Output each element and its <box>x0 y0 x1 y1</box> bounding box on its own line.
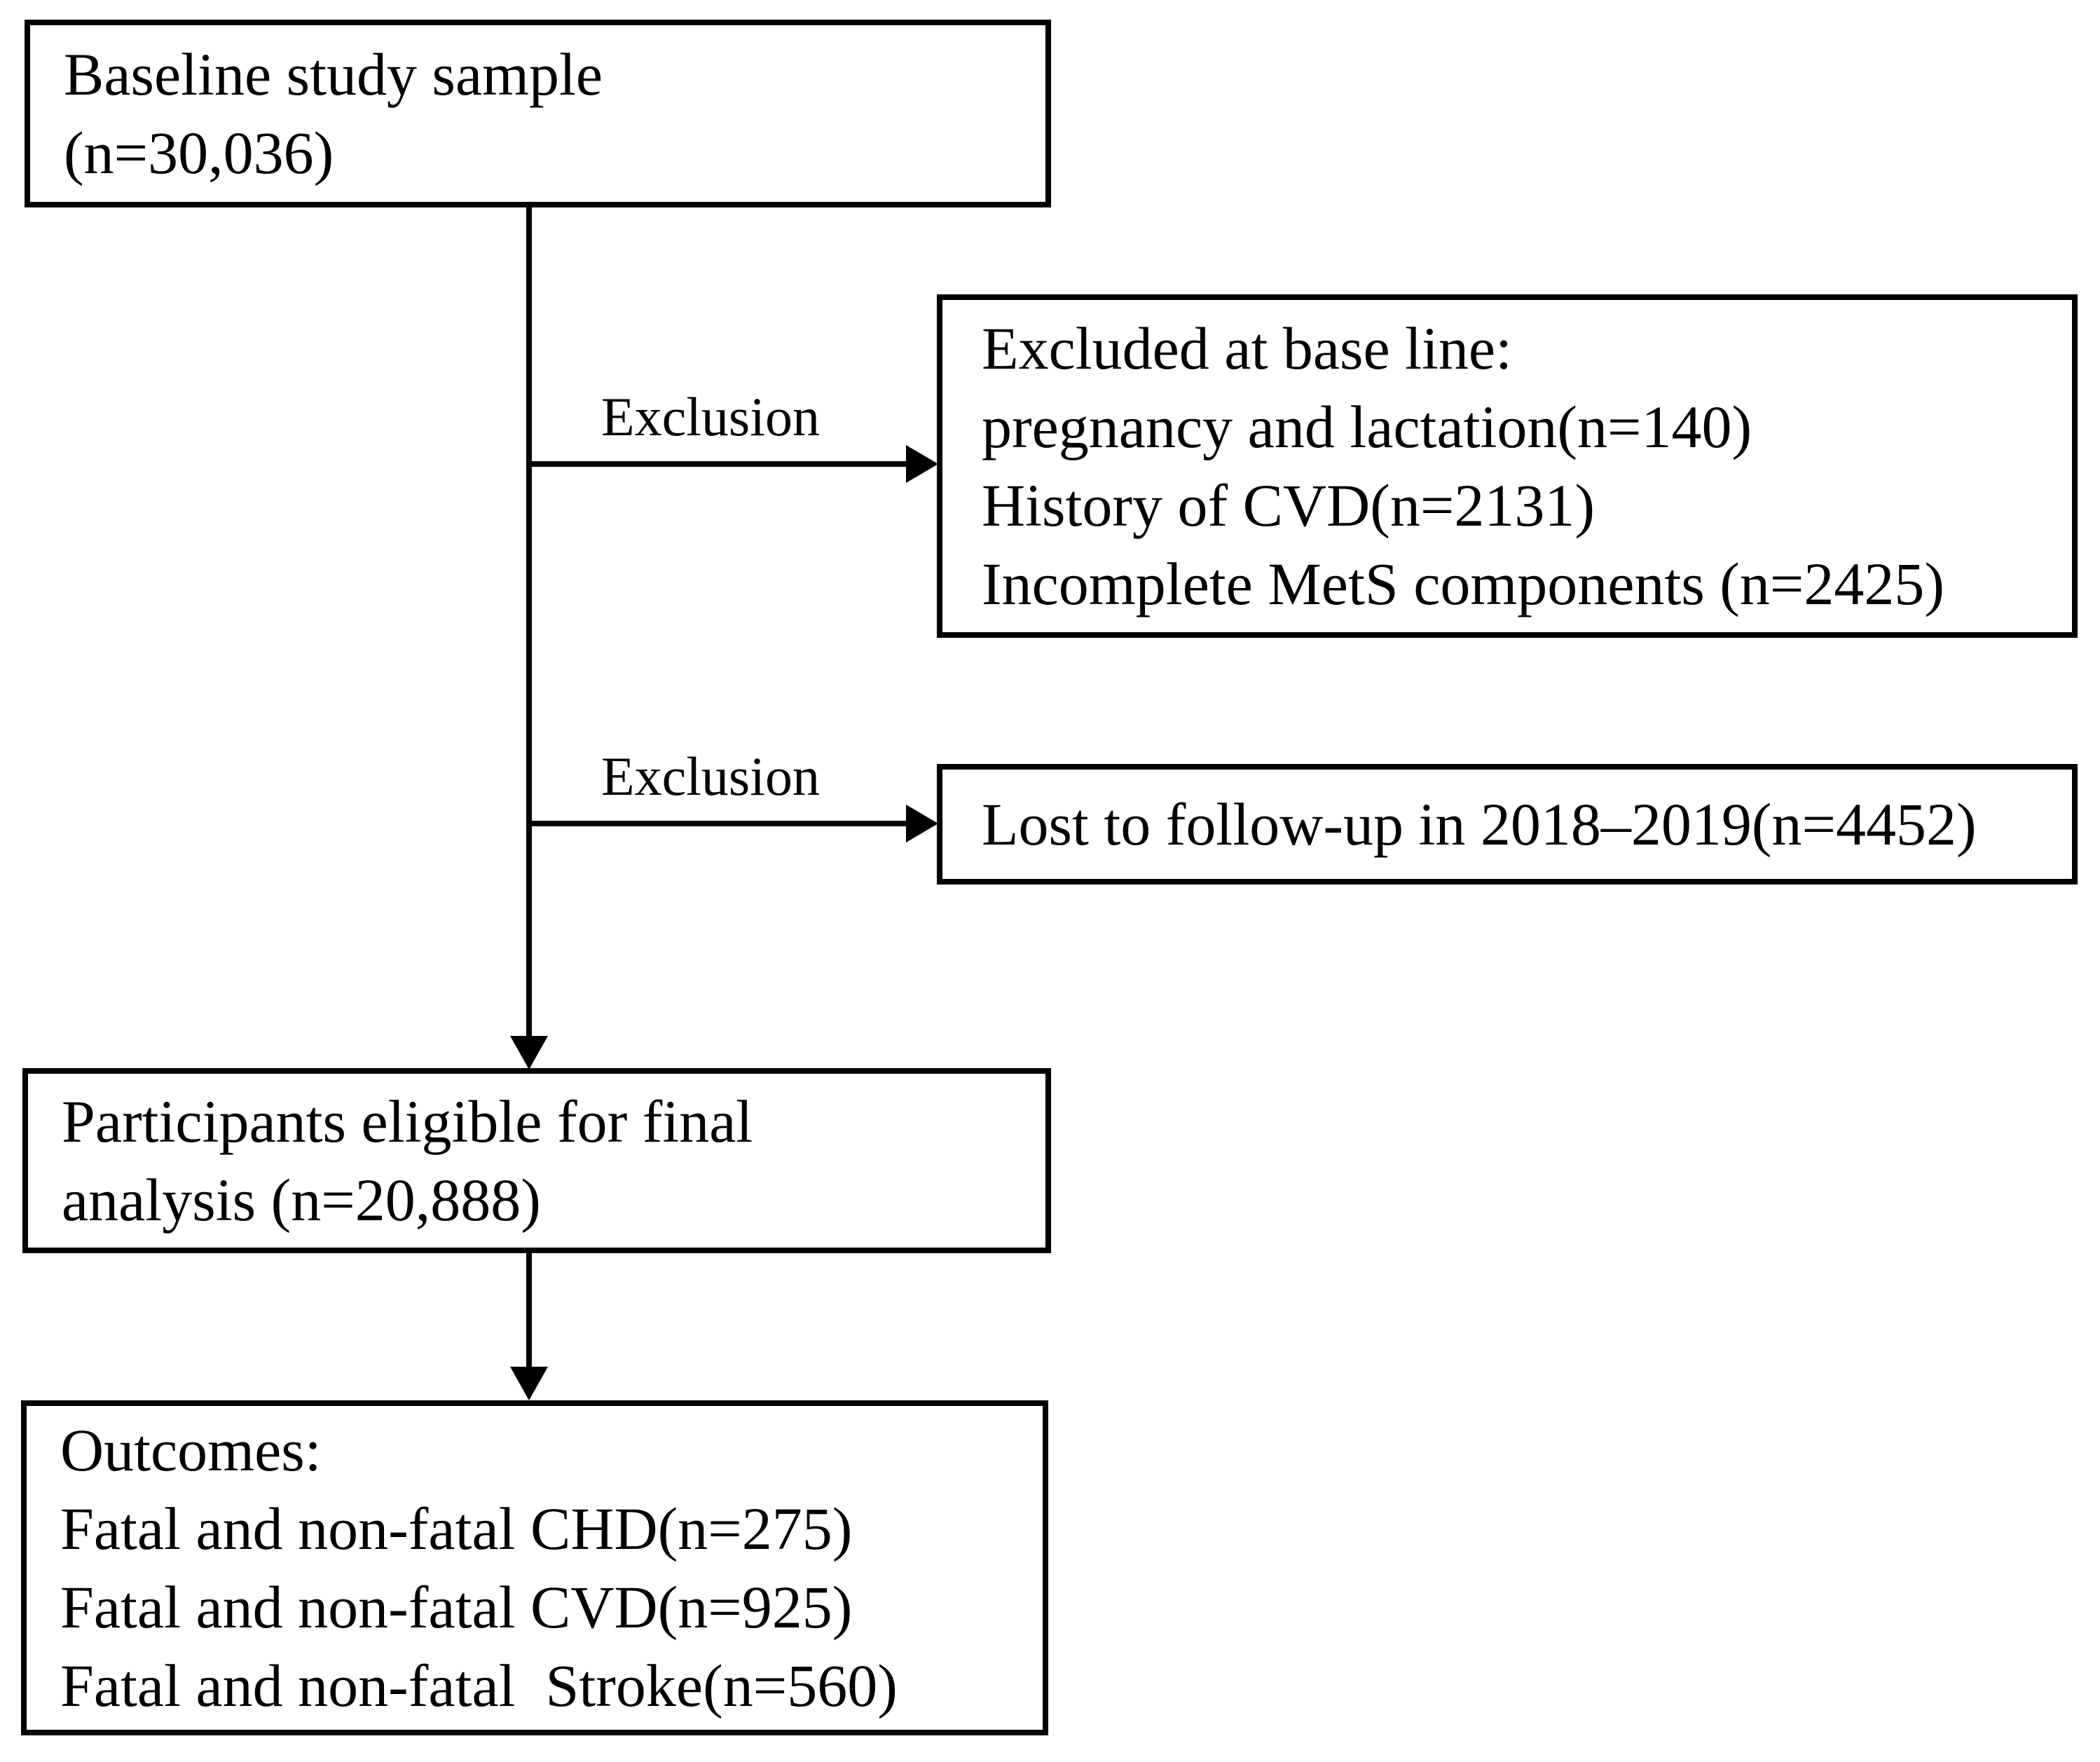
excluded-reason-pregnancy: pregnancy and lactation(n=140) <box>982 393 1752 460</box>
connector-exclusion-horizontal-2 <box>529 821 906 826</box>
node-baseline-sample-box: Baseline study sample (n=30,036) <box>25 20 1051 207</box>
eligible-line-2: analysis (n=20,888) <box>62 1166 541 1234</box>
node-excluded-at-baseline-box: Excluded at base line: pregnancy and lac… <box>937 294 2078 638</box>
exclusion-label-2: Exclusion <box>601 746 820 807</box>
arrowhead-down-2-icon <box>510 1367 548 1400</box>
connector-main-vertical-2 <box>526 1253 532 1367</box>
outcomes-chd: Fatal and non-fatal CHD(n=275) <box>60 1495 853 1562</box>
node-lost-to-followup-box: Lost to follow-up in 2018–2019(n=4452) <box>937 764 2078 885</box>
outcomes-cvd: Fatal and non-fatal CVD(n=925) <box>60 1573 853 1641</box>
arrowhead-right-2-icon <box>906 805 938 842</box>
arrowhead-down-1-icon <box>510 1036 548 1070</box>
exclusion-label-1: Exclusion <box>601 386 820 447</box>
node-outcomes-box: Outcomes: Fatal and non-fatal CHD(n=275)… <box>21 1400 1048 1735</box>
connector-exclusion-horizontal-1 <box>529 461 906 467</box>
lost-to-followup-text: Lost to follow-up in 2018–2019(n=4452) <box>982 791 1977 858</box>
node-eligible-participants-box: Participants eligible for final analysis… <box>22 1068 1051 1253</box>
outcomes-heading: Outcomes: <box>60 1416 322 1484</box>
baseline-sample-count: (n=30,036) <box>64 119 334 186</box>
arrowhead-right-1-icon <box>906 445 938 483</box>
connector-main-vertical-1 <box>526 207 532 1036</box>
baseline-sample-line-1: Baseline study sample <box>64 41 603 108</box>
eligible-line-1: Participants eligible for final <box>62 1088 753 1155</box>
outcomes-stroke: Fatal and non-fatal Stroke(n=560) <box>60 1652 898 1719</box>
excluded-heading: Excluded at base line: <box>982 315 1512 382</box>
excluded-reason-incomplete-mets: Incomplete MetS components (n=2425) <box>982 550 1945 617</box>
excluded-reason-cvd-history: History of CVD(n=2131) <box>982 472 1595 539</box>
